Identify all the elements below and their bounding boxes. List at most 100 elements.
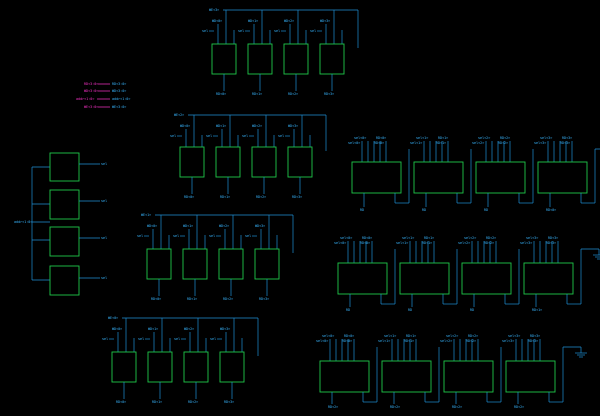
mux-select-label: sel<1>: [396, 241, 408, 245]
mux-output-label: RD<2>: [390, 405, 400, 409]
register-cell: [218, 248, 244, 280]
alias-item: addr<1:0> addr<1:0>: [76, 97, 130, 101]
bank-select-label: sel: [210, 337, 216, 341]
bank-select-label: sel: [209, 234, 215, 238]
register-cell: [146, 248, 172, 280]
bank-select-label: sel: [238, 29, 244, 33]
decoder-output-label: sel: [101, 199, 107, 203]
register-cell: [251, 146, 277, 178]
mux-data-label: RD<2>: [486, 236, 496, 240]
mux-data-label: RD<1>: [422, 241, 432, 245]
mux-data-label: RD<3>: [562, 136, 572, 140]
mux-data-label: RD<2>: [498, 141, 508, 145]
mux-output-label: RD<2>: [328, 405, 338, 409]
bank-select-label: sel: [102, 337, 108, 341]
bank-read-label: RD<0>: [151, 297, 161, 301]
decoder-cell: [49, 152, 80, 182]
mux-select-label: sel<2>: [464, 236, 476, 240]
register-bank: WE<3>WD<0>selRD<0>WD<1>selRD<1>WD<2>selR…: [202, 8, 359, 96]
bank-read-label: RD<2>: [256, 195, 266, 199]
decoder-output-label: sel: [101, 236, 107, 240]
bank-read-label: RD<3>: [224, 400, 234, 404]
bank-read-label: RD<3>: [259, 297, 269, 301]
bank-read-label: RD<1>: [252, 92, 262, 96]
mux-data-label: RD<0>: [344, 334, 354, 338]
bank-read-label: RD<0>: [216, 92, 226, 96]
mux-select-label: sel<2>: [472, 141, 484, 145]
mux-select-label: sel<2>: [440, 339, 452, 343]
mux-output-label: RD: [360, 208, 364, 212]
bank-data-label: WD<1>: [148, 327, 158, 331]
mux-cell: [461, 262, 512, 295]
alias-item: WE<3:0> WE<3:0>: [84, 105, 126, 109]
mux-data-label: RD<1>: [436, 141, 446, 145]
mux-select-label: sel<3>: [520, 241, 532, 245]
bank-data-label: WD<1>: [216, 124, 226, 128]
mux-cell: [351, 161, 402, 194]
mux-output-label: RD: [470, 308, 474, 312]
mux-output-label: RD<2>: [514, 405, 524, 409]
bank-select-label: sel: [138, 337, 144, 341]
bank-select-label: sel: [137, 234, 143, 238]
register-cell: [179, 146, 205, 178]
register-bank: WE<2>WD<0>selRD<0>WD<1>selRD<1>WD<2>selR…: [170, 113, 327, 199]
decoder-cell: [49, 265, 80, 296]
mux-data-label: RD<1>: [404, 339, 414, 343]
mux-cell: [337, 262, 388, 295]
mux-data-label: RD<3>: [530, 334, 540, 338]
bank-select-label: sel: [202, 29, 208, 33]
bank-select-label: sel: [242, 134, 248, 138]
register-cell: [254, 248, 280, 280]
bank-data-label: WD<3>: [288, 124, 298, 128]
mux-data-label: RD<0>: [362, 236, 372, 240]
bank-data-label: WD<1>: [183, 224, 193, 228]
bank-data-label: WD<0>: [212, 19, 222, 23]
mux-cell: [475, 161, 526, 194]
mux-data-label: RD<2>: [484, 241, 494, 245]
alias-from: RD<3:0>: [84, 82, 98, 86]
bank-select-label: sel: [278, 134, 284, 138]
mux-data-label: RD<0>: [374, 141, 384, 145]
mux-cell: [523, 262, 574, 295]
decoder: addr<1:0> sel sel sel sel: [14, 152, 107, 296]
mux-data-label: RD<2>: [468, 334, 478, 338]
decoder-output-label: sel: [101, 162, 107, 166]
mux-output-label: RD: [422, 208, 426, 212]
mux-select-label: sel<2>: [458, 241, 470, 245]
mux-cell: [505, 360, 556, 393]
mux-select-label: sel<0>: [340, 236, 352, 240]
bank-select-label: sel: [173, 234, 179, 238]
mux-select-label: sel<2>: [446, 334, 458, 338]
mux-output-label: RD<2>: [452, 405, 462, 409]
bank-enable-label: WE<2>: [174, 113, 184, 117]
mux-data-label: RD<2>: [500, 136, 510, 140]
bank-data-label: WD<2>: [284, 19, 294, 23]
bank-select-label: sel: [310, 29, 316, 33]
decoder-cell: [49, 189, 80, 220]
bank-select-label: sel: [245, 234, 251, 238]
alias-to: RD<3:0>: [112, 82, 126, 86]
mux-cell: [537, 161, 588, 194]
mux-select-label: sel<2>: [478, 136, 490, 140]
register-cell: [219, 351, 245, 383]
alias-from: addr<1:0>: [76, 97, 94, 101]
mux-row: sel<0>RD<0>sel<0>RD<0>RDsel<1>RD<1>sel<1…: [334, 236, 600, 312]
mux-select-label: sel<3>: [502, 339, 514, 343]
bank-data-label: WD<3>: [220, 327, 230, 331]
mux-data-label: RD<2>: [466, 339, 476, 343]
mux-data-label: RD<1>: [406, 334, 416, 338]
mux-row: sel<0>RD<0>sel<0>RD<0>RD<2>sel<1>RD<1>se…: [316, 334, 587, 409]
mux-output-label: RD: [346, 308, 350, 312]
mux-data-label: RD<1>: [438, 136, 448, 140]
mux-cell: [381, 360, 432, 393]
bank-data-label: WD<3>: [320, 19, 330, 23]
alias-from: WD<3:0>: [84, 89, 98, 93]
bank-read-label: RD<3>: [324, 92, 334, 96]
register-cell: [211, 43, 237, 75]
decoder-input-label: addr<1:0>: [14, 220, 32, 224]
bank-select-label: sel: [274, 29, 280, 33]
mux-output-label: RD<1>: [532, 308, 542, 312]
bank-read-label: RD<3>: [292, 195, 302, 199]
bank-read-label: RD<1>: [152, 400, 162, 404]
bank-read-label: RD<0>: [116, 400, 126, 404]
